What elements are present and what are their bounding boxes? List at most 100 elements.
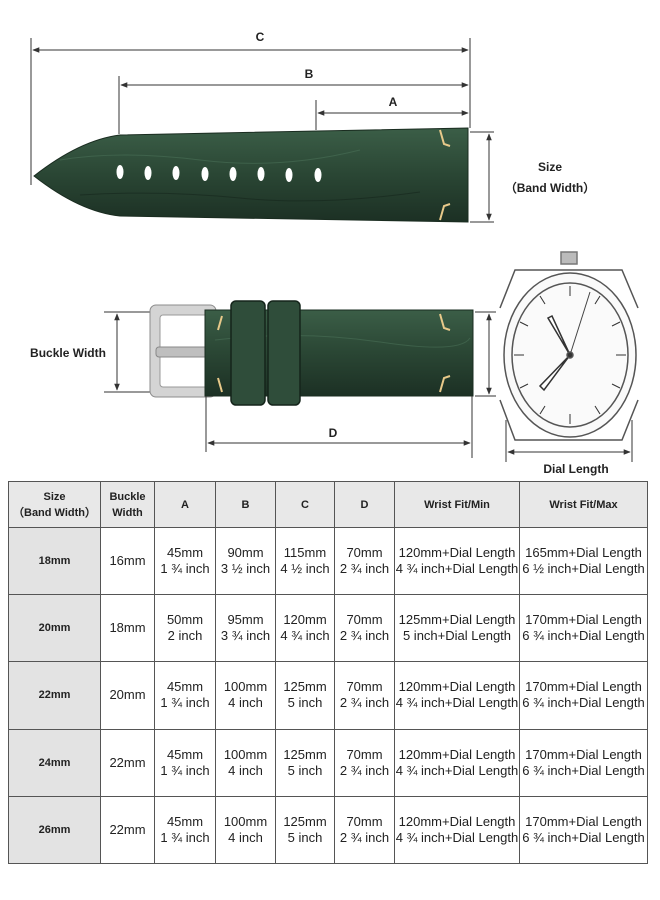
cell-max-line: 165mm+Dial Length (525, 545, 642, 561)
cell-d-line: 70mm (346, 679, 383, 695)
cell-a-line: 1 ¾ inch (160, 561, 210, 577)
cell-b-line: 100mm (223, 813, 268, 829)
cell-c-line: 115mm (283, 545, 327, 561)
header-wrist-fit-max-line: Wrist Fit/Max (549, 498, 618, 511)
cell-a-line: 1 ¾ inch (160, 829, 210, 845)
header-buckle-line: Buckle (109, 490, 146, 503)
dimension-a: A (315, 95, 469, 130)
cell-d-line: 2 ¾ inch (339, 561, 390, 577)
cell-d-line: 70mm (346, 612, 383, 628)
buckle (149, 304, 217, 398)
header-size: Size （Band Width） (8, 481, 101, 528)
cell-c-line: 5 inch (287, 829, 323, 845)
dimension-b: B (118, 67, 469, 134)
header-size-line: Size (43, 490, 66, 503)
cell-b-line: 90mm (227, 545, 264, 561)
header-size-line: （Band Width） (13, 506, 96, 519)
cell-c-line: 4 ¾ inch (280, 628, 330, 644)
cell-min-line: 4 ¾ inch+Dial Length (395, 762, 519, 778)
watch-outline (499, 251, 639, 441)
cell-buckle-width: 22mm (100, 795, 155, 865)
cell-c-line: 5 inch (287, 695, 323, 711)
label-band-width: （Band Width） (505, 180, 596, 195)
cell-d-line: 2 ¾ inch (339, 829, 390, 845)
cell-c-line: 120mm (283, 612, 327, 628)
cell-buckle-width: 18mm (100, 594, 155, 663)
header-a-line: A (181, 498, 189, 511)
cell-max-line: 6 ¾ inch+Dial Length (522, 829, 645, 845)
cell-b-line: 4 inch (228, 695, 263, 711)
dimension-dial-length: Dial Length (505, 420, 633, 476)
label-c: C (256, 30, 265, 44)
cell-max-line: 6 ¾ inch+Dial Length (522, 628, 645, 644)
cell-min-line: 4 ¾ inch+Dial Length (395, 561, 519, 577)
header-b-line: B (241, 498, 250, 511)
header-d: D (334, 481, 395, 528)
cell-d-line: 70mm (346, 545, 383, 561)
header-buckle-line: Width (112, 506, 143, 519)
cell-size: 26mm (8, 795, 101, 865)
cell-size: 20mm (8, 594, 101, 663)
cell-b-line: 100mm (223, 679, 268, 695)
cell-size: 22mm (8, 661, 101, 730)
label-d: D (329, 426, 338, 440)
cell-min-line: 120mm+Dial Length (398, 545, 516, 561)
cell-a-line: 2 inch (167, 628, 203, 644)
cell-min-line: 120mm+Dial Length (398, 746, 516, 762)
cell-c-line: 125mm (283, 813, 327, 829)
long-strap (33, 127, 469, 223)
cell-size: 24mm (8, 728, 101, 797)
cell-min-line: 120mm+Dial Length (398, 813, 516, 829)
cell-max-line: 170mm+Dial Length (525, 813, 642, 829)
cell-c-line: 5 inch (287, 762, 323, 778)
cell-a-line: 45mm (166, 746, 204, 762)
header-b: B (215, 481, 276, 528)
cell-d-line: 70mm (346, 746, 383, 762)
header-wrist-fit-min-line: Wrist Fit/Min (424, 498, 490, 511)
label-b: B (305, 67, 314, 81)
cell-buckle-width: 20mm (100, 661, 155, 730)
cell-max-line: 170mm+Dial Length (525, 679, 642, 695)
header-c: C (275, 481, 335, 528)
short-strap (204, 300, 474, 406)
cell-a-line: 45mm (166, 545, 204, 561)
cell-a-line: 45mm (166, 813, 204, 829)
cell-min-line: 120mm+Dial Length (398, 679, 516, 695)
cell-c-line: 125mm (283, 746, 327, 762)
label-dial-length: Dial Length (543, 462, 608, 476)
cell-c-line: 125mm (283, 679, 327, 695)
label-a: A (389, 95, 398, 109)
cell-max-line: 6 ¾ inch+Dial Length (522, 762, 645, 778)
cell-max-line: 170mm+Dial Length (525, 612, 642, 628)
cell-a-line: 45mm (166, 679, 204, 695)
cell-min-line: 125mm+Dial Length (398, 612, 516, 628)
cell-b-line: 4 inch (228, 829, 263, 845)
